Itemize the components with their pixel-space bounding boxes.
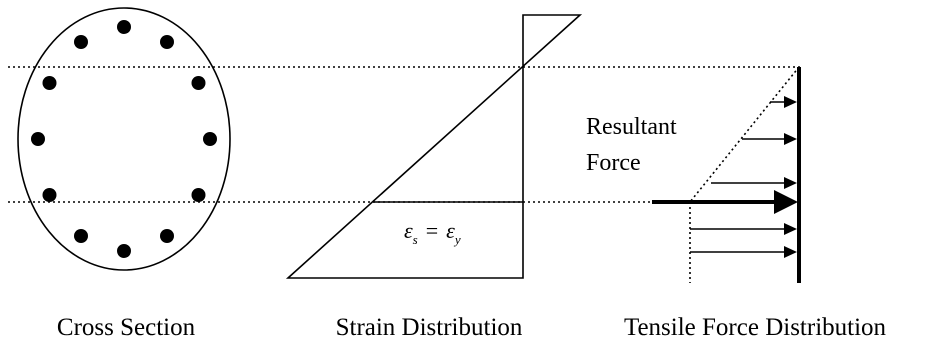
eq-operator: = — [426, 218, 438, 243]
force-arrow-4 — [690, 223, 797, 235]
cross-section-outline — [17, 7, 231, 271]
force-envelope-slope — [689, 66, 800, 203]
rebar-dot — [203, 132, 217, 146]
yield-strain-equation: εs=εy — [404, 218, 461, 247]
rebar-dot — [117, 20, 131, 34]
eq-rhs-symbol: ε — [446, 218, 455, 243]
force-arrow-3 — [711, 177, 797, 189]
caption-strain-distribution: Strain Distribution — [336, 314, 523, 341]
eq-rhs-subscript: y — [453, 232, 461, 247]
strain-profile-outline — [285, 14, 583, 279]
rebar-dot — [160, 229, 174, 243]
rebar-dot — [191, 76, 206, 90]
force-arrow-5 — [690, 246, 797, 258]
rebar-dot — [31, 132, 45, 146]
rebar-dot — [191, 188, 206, 202]
caption-tensile-force-distribution: Tensile Force Distribution — [624, 314, 887, 341]
rebar-dot — [117, 244, 131, 258]
rebar-dot — [74, 35, 88, 49]
eq-lhs-subscript: s — [413, 232, 418, 247]
rebar-dot — [160, 35, 174, 49]
resultant-force-arrow — [652, 190, 798, 214]
resultant-force-label-line1: Resultant — [586, 114, 677, 140]
eq-lhs-symbol: ε — [404, 218, 413, 243]
rebar-dot — [74, 229, 88, 243]
force-arrow-1 — [770, 96, 797, 108]
rebar-group — [31, 20, 217, 258]
rebar-dot — [42, 188, 57, 202]
rebar-dot — [42, 76, 57, 90]
caption-cross-section: Cross Section — [57, 314, 196, 341]
resultant-force-label-line2: Force — [586, 150, 641, 176]
force-arrow-2 — [742, 133, 797, 145]
